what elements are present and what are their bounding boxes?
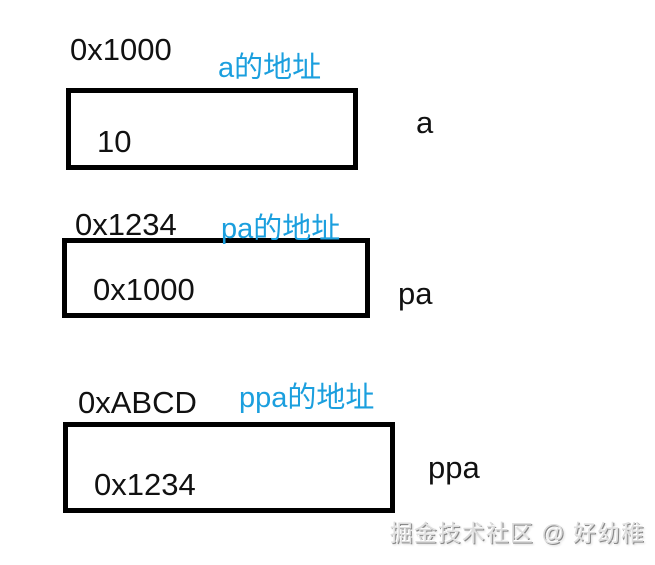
cell-address-pa: 0x1234 (75, 207, 177, 242)
cell-address-ppa: 0xABCD (78, 385, 197, 420)
memory-cell-ppa: 0x1234 (63, 422, 395, 513)
cell-value-a: 10 (97, 124, 132, 159)
variable-name-pa: pa (398, 276, 433, 311)
cell-address-a: 0x1000 (70, 32, 172, 67)
cell-address-annotation-ppa: ppa的地址 (239, 382, 375, 414)
cell-value-pa: 0x1000 (93, 272, 195, 307)
memory-cell-a: 10 (66, 88, 358, 170)
variable-name-ppa: ppa (428, 450, 480, 485)
watermark: 掘金技术社区 @ 好幼稚 (389, 520, 645, 546)
cell-address-annotation-a: a的地址 (218, 52, 322, 84)
variable-name-a: a (416, 105, 434, 140)
memory-cell-pa: 0x1000 (62, 238, 370, 318)
cell-value-ppa: 0x1234 (94, 467, 196, 502)
cell-address-annotation-pa: pa的地址 (221, 213, 341, 245)
